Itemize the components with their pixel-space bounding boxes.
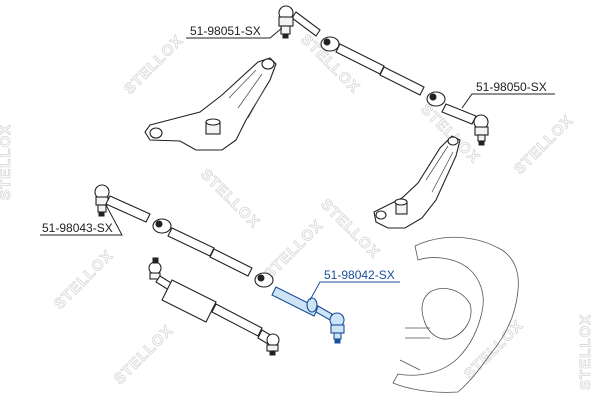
steering-damper [148, 257, 280, 356]
watermark-text: STELLOX [51, 247, 117, 313]
watermark-text: STELLOX [511, 112, 577, 178]
leader-line [461, 93, 555, 109]
part-label-51-98050[interactable]: 51-98050-SX [476, 80, 547, 94]
tie-rod-end-51-98043 [94, 184, 151, 223]
upper-tie-rod-assembly [278, 5, 489, 146]
lower-pitman-arm [373, 135, 461, 229]
steering-knuckle [392, 236, 519, 393]
leader-line-highlight [309, 281, 400, 301]
leader-line [40, 204, 123, 236]
clamp [254, 272, 274, 288]
tube [167, 227, 215, 257]
tube [379, 66, 425, 96]
tie-rod-end-51-98042[interactable] [271, 286, 345, 344]
clamp [320, 36, 340, 52]
leader-lines [40, 27, 555, 301]
watermark-text: STELLOX [577, 314, 594, 390]
watermark-text: STELLOX [111, 322, 177, 388]
watermark-text: STELLOX [317, 196, 383, 262]
watermark-text: STELLOX [0, 124, 14, 200]
part-label-51-98051[interactable]: 51-98051-SX [190, 24, 261, 38]
part-label-51-98043[interactable]: 51-98043-SX [42, 221, 113, 235]
upper-pitman-arm [144, 57, 277, 151]
clamp [426, 91, 446, 107]
leader-line [186, 27, 283, 39]
tie-rod-end-51-98051 [278, 5, 321, 39]
watermark-text: STELLOX [121, 32, 187, 98]
watermark-text: STELLOX [261, 217, 327, 283]
part-label-51-98042[interactable]: 51-98042-SX [324, 268, 395, 282]
middle-tie-rod-assembly [94, 184, 345, 344]
part-labels: 51-98051-SX 51-98050-SX 51-98043-SX 51-9… [42, 24, 547, 282]
clamp [152, 218, 172, 234]
watermark-text: STELLOX [197, 166, 263, 232]
tube [209, 248, 253, 277]
tie-rod-end-51-98050 [441, 103, 489, 146]
